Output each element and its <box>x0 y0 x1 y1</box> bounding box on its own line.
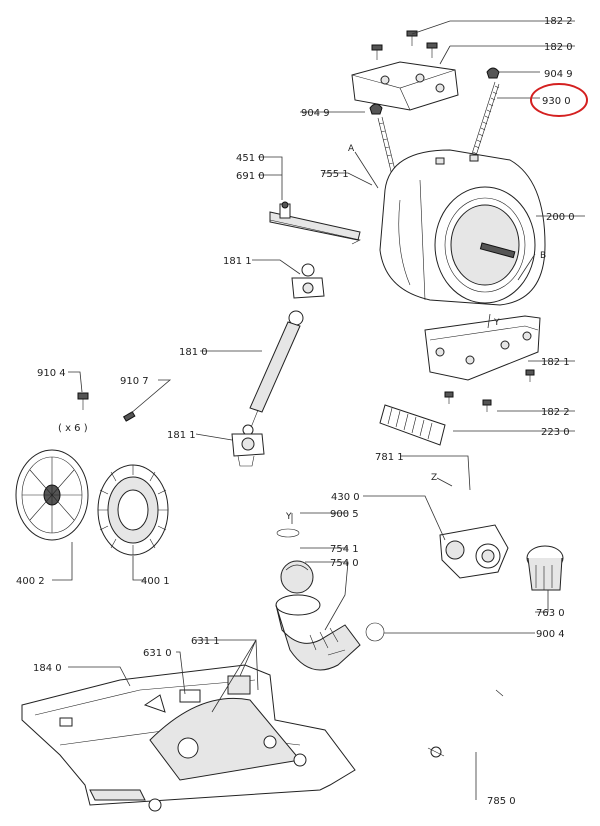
wiring-harness <box>379 404 446 446</box>
label-900-4: 900 4 <box>536 629 565 640</box>
bottom-counterweight <box>424 315 541 381</box>
label-182-0: 182 0 <box>544 42 573 53</box>
label-904-9-left: 904 9 <box>301 108 330 119</box>
label-691-0: 691 0 <box>236 171 265 182</box>
highlight-ring <box>530 83 588 117</box>
label-200-0: 200 0 <box>546 212 575 223</box>
inlet-hose <box>427 689 504 758</box>
label-400-2: 400 2 <box>16 576 45 587</box>
label-181-1-top: 181 1 <box>223 256 252 267</box>
label-182-2-bottom: 182 2 <box>541 407 570 418</box>
label-785-0: 785 0 <box>487 796 516 807</box>
screw-910-4 <box>77 392 89 410</box>
label-930-0: 930 0 <box>542 96 571 107</box>
label-y-bottom: Y <box>285 512 292 522</box>
spring-right <box>469 67 500 163</box>
label-181-1-bottom: 181 1 <box>167 430 196 441</box>
label-763-0: 763 0 <box>536 608 565 619</box>
top-screws <box>371 30 438 60</box>
label-223-0: 223 0 <box>541 427 570 438</box>
label-910-4: 910 4 <box>37 368 66 379</box>
label-z: Z <box>431 473 437 483</box>
label-y-top: Y <box>493 318 500 328</box>
label-754-1: 754 1 <box>330 544 359 555</box>
base-plate <box>21 664 356 812</box>
label-755-1: 755 1 <box>320 169 349 180</box>
label-904-9-right: 904 9 <box>544 69 573 80</box>
bottom-screws <box>444 369 535 412</box>
label-400-1: 400 1 <box>141 576 170 587</box>
label-181-0: 181 0 <box>179 347 208 358</box>
damper-mount-bottom <box>231 433 265 467</box>
label-781-1: 781 1 <box>375 452 404 463</box>
label-430-0: 430 0 <box>331 492 360 503</box>
label-910-7: 910 7 <box>120 376 149 387</box>
pulley <box>15 449 89 541</box>
label-900-5: 900 5 <box>330 509 359 520</box>
hose-clamp <box>365 622 385 642</box>
shock-absorber <box>242 310 304 436</box>
label-451-0: 451 0 <box>236 153 265 164</box>
leader-lines <box>52 20 585 800</box>
labels: 182 2 182 0 904 9 930 0 904 9 451 0 691 … <box>16 16 575 807</box>
label-631-1: 631 1 <box>191 636 220 647</box>
label-754-0: 754 0 <box>330 558 359 569</box>
pump-filter <box>526 545 564 591</box>
ball-valve <box>276 528 314 594</box>
stator <box>97 464 169 556</box>
label-b: B <box>540 251 546 261</box>
sump-hose <box>275 594 361 671</box>
damper-mount-top <box>291 263 325 299</box>
label-182-1: 182 1 <box>541 357 570 368</box>
tub <box>379 149 546 306</box>
heater <box>269 201 361 245</box>
pin-910-7 <box>122 411 136 422</box>
label-182-2-top: 182 2 <box>544 16 573 27</box>
drain-pump <box>439 478 509 579</box>
counterweight <box>351 61 459 111</box>
label-631-0: 631 0 <box>143 648 172 659</box>
label-a: A <box>348 144 355 154</box>
label-x6: ( x 6 ) <box>58 423 88 434</box>
label-184-0: 184 0 <box>33 663 62 674</box>
